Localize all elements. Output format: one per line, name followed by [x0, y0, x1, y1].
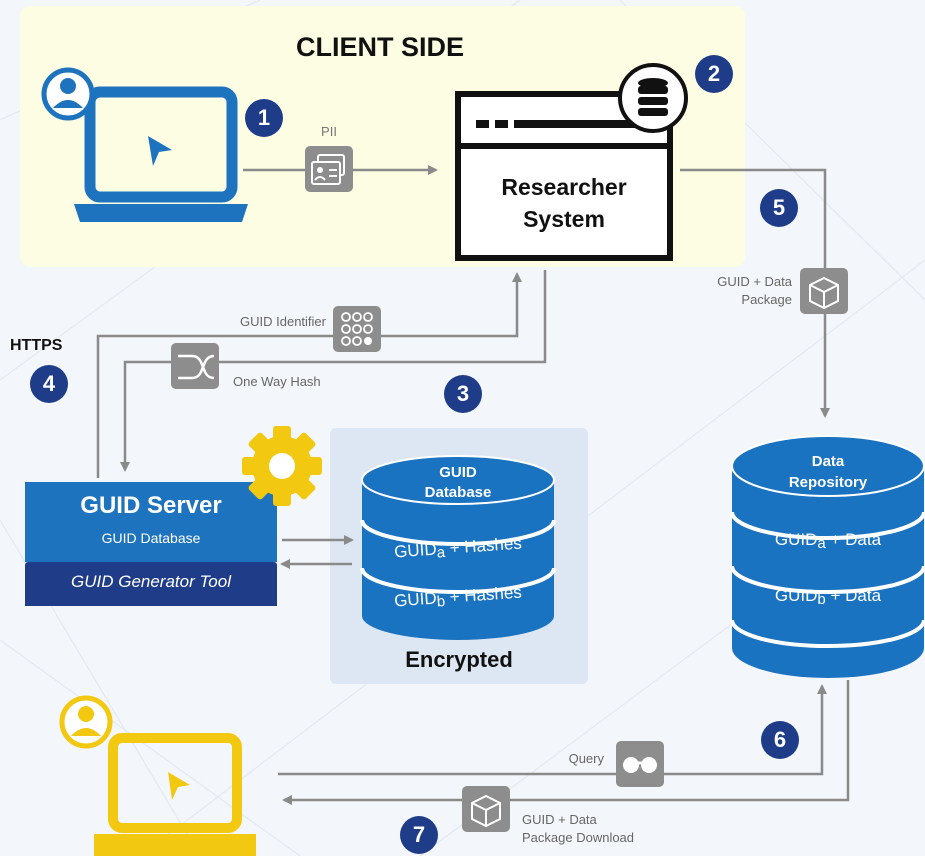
- guid-database-cylinder: [360, 455, 556, 640]
- step-7-number: 7: [412, 822, 426, 847]
- data-repository-cylinder: [730, 435, 925, 678]
- step-5-number: 5: [772, 195, 786, 220]
- client-side-title: CLIENT SIDE: [295, 32, 464, 62]
- guid-server-subtitle: GUID Database: [101, 530, 201, 546]
- laptop-icon: [74, 86, 248, 222]
- arrow-one-way-hash: [120, 270, 547, 472]
- data-repository-title-line1: Data: [811, 453, 845, 470]
- id-card-icon: [305, 146, 353, 192]
- step-1-number: 1: [257, 105, 271, 130]
- laptop-icon: [94, 733, 256, 856]
- guid-server-title: GUID Server: [80, 492, 222, 519]
- shuffle-icon: [171, 343, 219, 389]
- arrow-guid-identifier: [96, 272, 522, 478]
- gear-icon: [242, 426, 322, 506]
- data-repository-row-a: GUIDa + Data: [774, 530, 882, 552]
- pii-label: PII: [321, 124, 337, 139]
- data-repository-title-line2: Repository: [788, 474, 868, 491]
- step-4-number: 4: [42, 371, 56, 396]
- data-repository-row-b: GUIDb + Data: [774, 586, 882, 608]
- arrow-query: [278, 684, 827, 776]
- cursor-arrow-icon: [148, 136, 172, 166]
- encrypted-label: Encrypted: [405, 647, 513, 672]
- guid-database-title-line2: Database: [424, 484, 492, 501]
- guid-data-package-label-line2: Package: [741, 292, 792, 307]
- step-6-number: 6: [773, 727, 787, 752]
- guid-identifier-label: GUID Identifier: [240, 314, 326, 329]
- guid-generator-tool-label: GUID Generator Tool: [71, 572, 231, 591]
- download-label-line2: Package Download: [522, 830, 635, 845]
- one-way-hash-label: One Way Hash: [233, 374, 321, 389]
- https-label: HTTPS: [10, 337, 63, 354]
- researcher-system-label-line1: Researcher: [501, 174, 627, 200]
- step-badges: [30, 55, 799, 854]
- guid-data-package-label-line1: GUID + Data: [717, 274, 792, 289]
- glasses-icon: [616, 741, 664, 787]
- guid-database-title-line1: GUID: [439, 464, 477, 481]
- arrow-to-repository: [680, 168, 830, 418]
- researcher-system-window: [455, 91, 673, 261]
- step-3-number: 3: [456, 381, 470, 406]
- user-icon: [41, 67, 95, 121]
- user-icon: [59, 695, 113, 749]
- researcher-system-label-line2: System: [523, 206, 605, 232]
- step-2-number: 2: [707, 61, 721, 86]
- query-label: Query: [568, 751, 604, 766]
- cube-icon: [800, 268, 848, 314]
- database-icon: [618, 63, 688, 133]
- keypad-icon: [333, 306, 381, 352]
- cursor-arrow-icon: [168, 772, 190, 800]
- cube-icon: [462, 786, 510, 832]
- guid-server-box: [25, 482, 277, 606]
- download-label-line1: GUID + Data: [522, 812, 597, 827]
